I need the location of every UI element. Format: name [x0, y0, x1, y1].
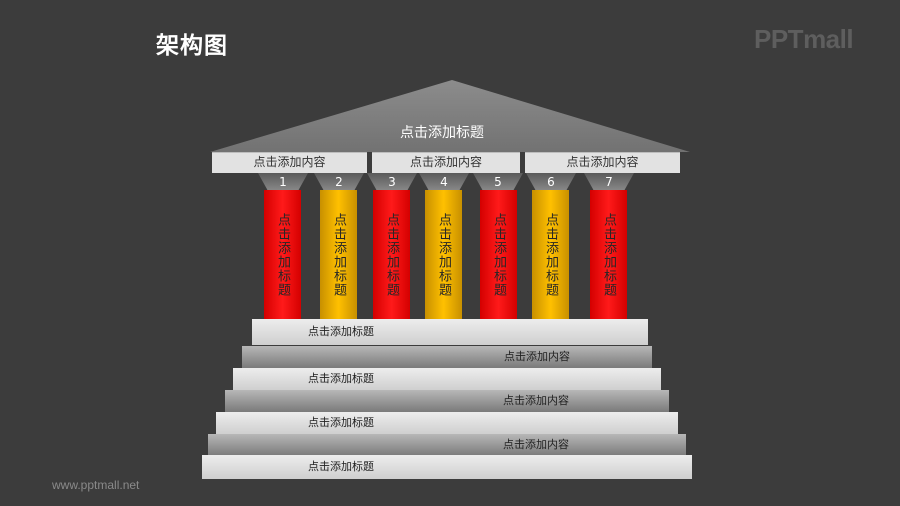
pillar-label: 点击添加标题: [491, 213, 506, 297]
capital-1: [258, 173, 308, 191]
pillar-label: 点击添加标题: [601, 213, 616, 297]
pillar-label: 点击添加标题: [436, 213, 451, 297]
step-6[interactable]: 点击添加内容: [208, 434, 686, 456]
pillar-label: 点击添加标题: [331, 213, 346, 297]
step-label: 点击添加标题: [308, 325, 374, 338]
capital-3: [367, 173, 417, 191]
step-7[interactable]: 点击添加标题: [202, 455, 692, 479]
column-number-3: 3: [388, 175, 396, 189]
pillar-3[interactable]: 点击添加标题: [373, 190, 410, 320]
column-number-5: 5: [494, 175, 502, 189]
pillar-6[interactable]: 点击添加标题: [532, 190, 569, 320]
step-label: 点击添加内容: [504, 350, 570, 363]
pillar-4[interactable]: 点击添加标题: [425, 190, 462, 320]
column-number-2: 2: [335, 175, 343, 189]
step-label: 点击添加内容: [503, 438, 569, 451]
beam-2[interactable]: 点击添加内容: [372, 152, 520, 173]
step-label: 点击添加内容: [503, 394, 569, 407]
page-title: 架构图: [156, 33, 228, 59]
column-number-4: 4: [440, 175, 448, 189]
roof-title[interactable]: 点击添加标题: [400, 125, 484, 141]
column-number-6: 6: [547, 175, 555, 189]
pillar-label: 点击添加标题: [543, 213, 558, 297]
capital-5: [473, 173, 523, 191]
capital-4: [419, 173, 469, 191]
step-5[interactable]: 点击添加标题: [216, 412, 678, 434]
beam-1[interactable]: 点击添加内容: [212, 152, 367, 173]
step-label: 点击添加标题: [308, 460, 374, 473]
pillar-5[interactable]: 点击添加标题: [480, 190, 517, 320]
step-label: 点击添加标题: [308, 372, 374, 385]
pillar-label: 点击添加标题: [384, 213, 399, 297]
step-3[interactable]: 点击添加标题: [233, 368, 661, 390]
pillar-2[interactable]: 点击添加标题: [320, 190, 357, 320]
step-4[interactable]: 点击添加内容: [225, 390, 669, 412]
beam-3[interactable]: 点击添加内容: [525, 152, 680, 173]
step-2[interactable]: 点击添加内容: [242, 346, 652, 368]
pptmall-logo: PPTmall: [754, 24, 854, 54]
capital-7: [584, 173, 634, 191]
step-1[interactable]: 点击添加标题: [252, 319, 648, 345]
pillar-1[interactable]: 点击添加标题: [264, 190, 301, 320]
pillar-7[interactable]: 点击添加标题: [590, 190, 627, 320]
capital-2: [314, 173, 364, 191]
pillar-label: 点击添加标题: [275, 213, 290, 297]
step-label: 点击添加标题: [308, 416, 374, 429]
column-number-7: 7: [605, 175, 613, 189]
column-number-1: 1: [279, 175, 287, 189]
website-url: www.pptmall.net: [52, 478, 140, 492]
capital-6: [526, 173, 576, 191]
